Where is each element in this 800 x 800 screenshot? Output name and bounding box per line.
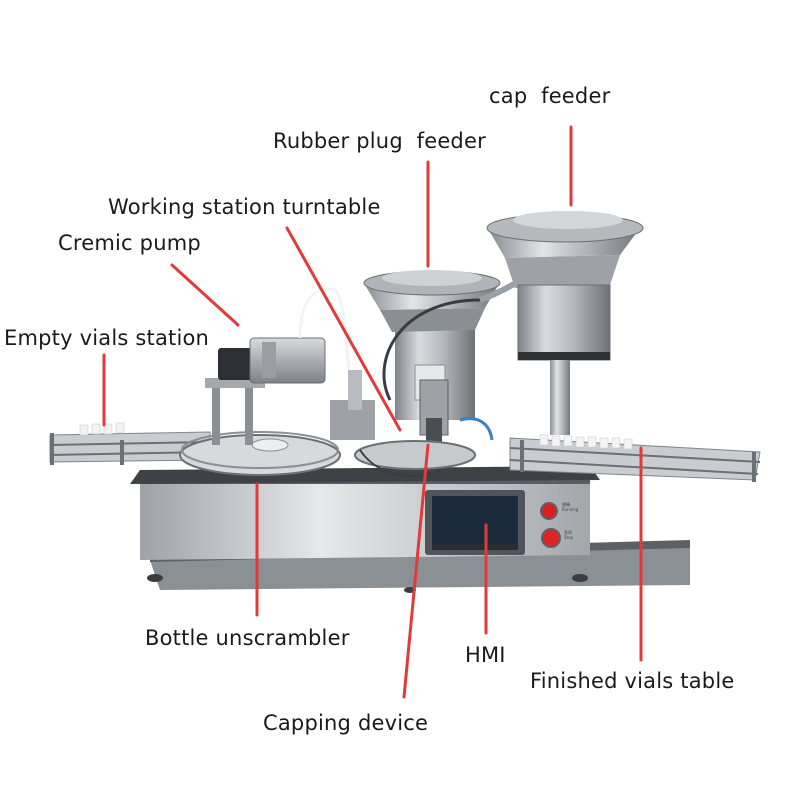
label-hmi: HMI	[465, 643, 506, 667]
stop-button-icon	[541, 528, 561, 548]
cap-feeder-drum	[517, 284, 611, 361]
label-empty-vials-station: Empty vials station	[4, 326, 210, 350]
label-cremic-pump: Cremic pump	[58, 231, 201, 255]
label-bottle-unscrambler: Bottle unscrambler	[145, 626, 350, 650]
label-finished-vials-table: Finished vials table	[530, 669, 735, 693]
ceramic-pump-motor	[218, 348, 253, 380]
callout-capping-device	[402, 443, 430, 699]
callout-cremic-pump	[170, 263, 240, 327]
ceramic-pump-body	[249, 337, 326, 384]
label-working-station-turntable: Working station turntable	[108, 195, 381, 219]
running-button-icon	[540, 502, 558, 520]
label-capping-device: Capping device	[263, 711, 429, 735]
cap-feeder-post	[550, 360, 570, 435]
running-button-label: 運轉 Running	[562, 502, 579, 512]
stop-button-label: 急停 Stop	[564, 530, 574, 540]
working-station-turntable	[354, 440, 476, 470]
callout-turntable	[285, 226, 402, 432]
label-rubber-plug-feeder: Rubber plug feeder	[273, 129, 486, 153]
hmi-screen	[432, 496, 518, 544]
label-cap-feeder: cap feeder	[489, 84, 611, 108]
